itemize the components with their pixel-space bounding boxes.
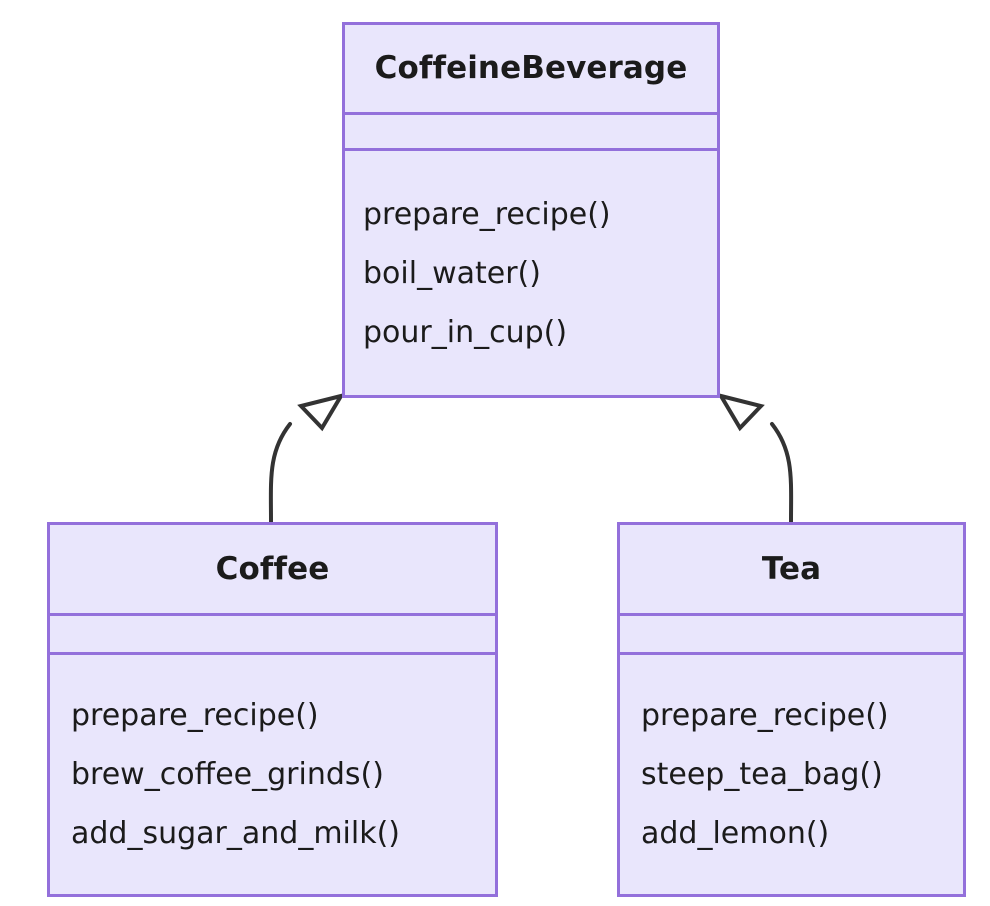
- class-name-tea: Tea: [620, 525, 963, 617]
- generalization-line-coffee: [268, 422, 292, 524]
- method-item: prepare_recipe(): [71, 697, 319, 733]
- class-name-coffeine-beverage: CoffeineBeverage: [345, 25, 717, 115]
- hollow-triangle-arrowhead-coffee: [297, 392, 346, 432]
- generalization-edge-coffee: [268, 392, 346, 524]
- method-item: pour_in_cup(): [363, 314, 568, 350]
- class-methods-compartment-coffeine-beverage: prepare_recipe() boil_water() pour_in_cu…: [345, 151, 717, 395]
- method-item: steep_tea_bag(): [641, 756, 883, 792]
- method-item: boil_water(): [363, 255, 541, 291]
- uml-class-coffeine-beverage[interactable]: CoffeineBeverage prepare_recipe() boil_w…: [342, 22, 720, 398]
- class-name-coffee: Coffee: [50, 525, 495, 617]
- method-item: prepare_recipe(): [641, 697, 889, 733]
- class-attributes-compartment-tea: [620, 616, 963, 655]
- class-attributes-compartment-coffee: [50, 616, 495, 655]
- method-item: add_sugar_and_milk(): [71, 815, 400, 851]
- generalization-edge-tea: [716, 392, 794, 524]
- hollow-triangle-arrowhead-tea: [716, 392, 765, 432]
- class-attributes-compartment-coffeine-beverage: [345, 115, 717, 152]
- method-item: prepare_recipe(): [363, 196, 611, 232]
- method-item: brew_coffee_grinds(): [71, 756, 384, 792]
- class-methods-compartment-tea: prepare_recipe() steep_tea_bag() add_lem…: [620, 655, 963, 894]
- generalization-line-tea: [770, 422, 794, 524]
- method-item: add_lemon(): [641, 815, 830, 851]
- class-methods-compartment-coffee: prepare_recipe() brew_coffee_grinds() ad…: [50, 655, 495, 894]
- uml-class-coffee[interactable]: Coffee prepare_recipe() brew_coffee_grin…: [47, 522, 498, 897]
- uml-class-tea[interactable]: Tea prepare_recipe() steep_tea_bag() add…: [617, 522, 966, 897]
